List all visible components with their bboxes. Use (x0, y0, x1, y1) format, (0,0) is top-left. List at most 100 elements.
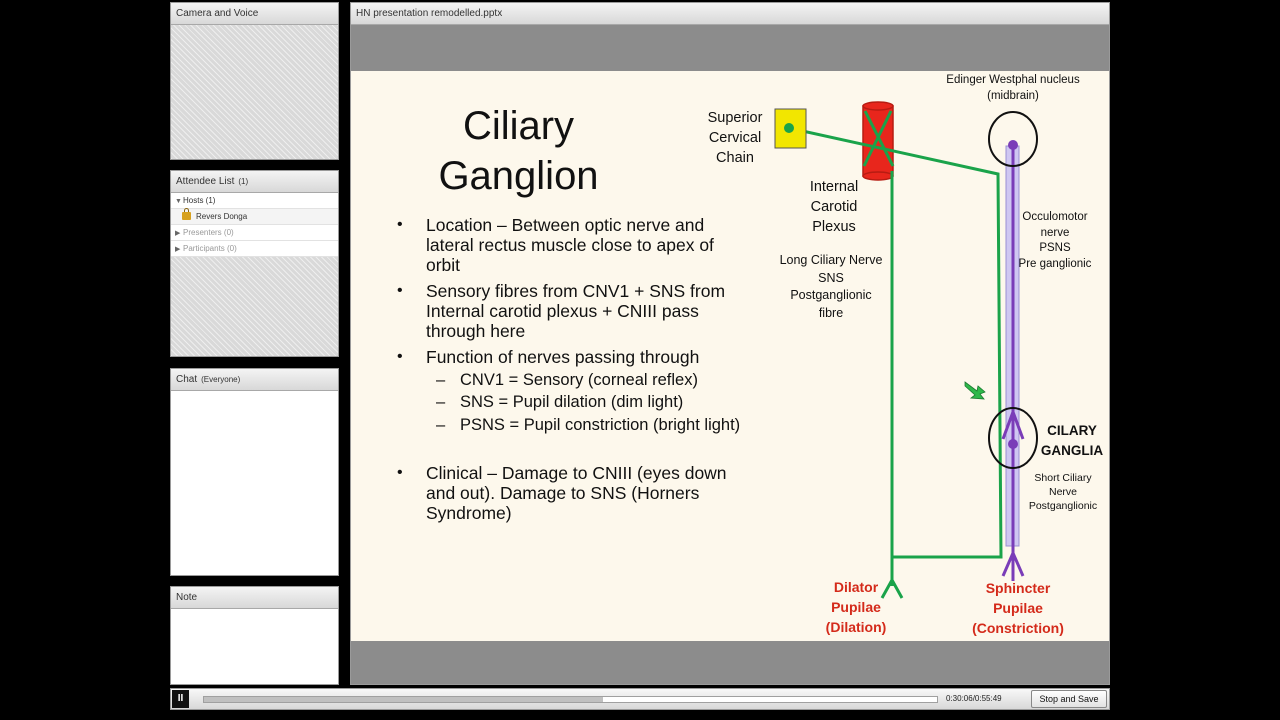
attendee-list-pod: Attendee List(1) ▼Hosts (1) Revers Donga… (170, 170, 339, 357)
attendee-host-row[interactable]: Revers Donga (171, 207, 338, 225)
label-line: Pupilae (831, 599, 881, 615)
label-line: Cervical (708, 130, 762, 146)
host-icon (182, 207, 191, 220)
note-pod: Note (170, 586, 339, 685)
label-line: SNS (818, 270, 844, 285)
label-line: (Dilation) (825, 619, 887, 635)
label-line: Long Ciliary Nerve (779, 253, 883, 267)
sub-bullet-text: PSNS = Pupil constriction (bright light) (460, 416, 741, 434)
label-line: PSNS (1039, 242, 1071, 254)
dilator-pupilae-label: Dilator Pupilae (Dilation) (816, 577, 896, 637)
bullet-line: Function of nerves passing through (426, 347, 700, 367)
sphincter-pupilae-label: Sphincter Pupilae (Constriction) (963, 578, 1073, 638)
camera-voice-title: Camera and Voice (171, 3, 338, 25)
bullet-line: Sensory fibres from CNV1 + SNS from (426, 281, 726, 301)
label-line: (midbrain) (987, 89, 1039, 102)
note-area[interactable] (171, 609, 338, 684)
playback-time: 0:30:06/0:55:49 (946, 694, 1002, 703)
label-line: (Constriction) (972, 620, 1064, 636)
edinger-westphal-nucleus-circle (988, 111, 1038, 167)
pause-icon: II (177, 693, 184, 704)
label-line: Pre ganglionic (1018, 257, 1092, 270)
label-line: Occulomotor (1022, 211, 1088, 223)
share-bottom-bar (351, 641, 1109, 684)
sub-bullet-text: SNS = Pupil dilation (dim light) (460, 393, 684, 411)
share-title: HN presentation remodelled.pptx (351, 3, 1109, 25)
slide-title: Ciliary Ganglion (411, 101, 626, 201)
playback-scrubber[interactable] (203, 696, 938, 703)
expand-right-icon: ▶ (175, 246, 181, 253)
presentation-slide: Ciliary Ganglion • Location – Between op… (351, 71, 1109, 641)
sub-bullet-dash: – (436, 393, 446, 411)
bullet-line: Clinical – Damage to CNIII (eyes down (426, 463, 727, 483)
camera-video-area (171, 25, 338, 159)
bullet-function: • Function of nerves passing through (397, 347, 761, 367)
superior-cervical-ganglion (774, 108, 807, 149)
chat-title: Chat (176, 374, 198, 385)
bullet-line: orbit (426, 255, 461, 275)
host-name: Revers Donga (196, 212, 248, 221)
presenters-label: Presenters (0) (183, 228, 234, 237)
playback-controls: II 0:30:06/0:55:49 Stop and Save (170, 688, 1110, 710)
bullet-location: • Location – Between optic nerve and lat… (397, 215, 761, 275)
expand-right-icon: ▶ (175, 230, 181, 237)
chat-scope: (Everyone) (201, 375, 241, 384)
label-line: Short Ciliary (1034, 472, 1092, 484)
chat-message-area[interactable] (171, 391, 338, 575)
edinger-westphal-label: Edinger Westphal nucleus (midbrain) (933, 73, 1093, 104)
sns-nerve-pathway (788, 110, 1003, 599)
short-ciliary-label: Short Ciliary Nerve Postganglionic (1023, 471, 1103, 513)
pointer-arrow-icon (964, 381, 986, 400)
chat-header: Chat(Everyone) (171, 369, 338, 391)
occulomotor-label: Occulomotor nerve PSNS Pre ganglionic (1015, 210, 1095, 272)
label-line: Postganglionic (790, 288, 872, 302)
slide-title-line: Ganglion (438, 154, 599, 198)
bullet-sensory: • Sensory fibres from CNV1 + SNS from In… (397, 281, 761, 341)
sub-bullet-text: CNV1 = Sensory (corneal reflex) (460, 371, 698, 389)
ciliary-ganglion-diagram (774, 101, 1038, 599)
label-line: Carotid (810, 199, 858, 215)
internal-carotid-label: Internal Carotid Plexus (796, 177, 872, 237)
bullet-dot: • (397, 216, 403, 233)
participants-label: Participants (0) (183, 244, 237, 253)
label-line: Nerve (1048, 486, 1077, 498)
label-line: Postganglionic (1028, 500, 1098, 512)
bullet-line: lateral rectus muscle close to apex of (426, 235, 714, 255)
attendee-group-presenters[interactable]: ▶Presenters (0) (171, 225, 338, 241)
occulomotor-pathway (1001, 140, 1025, 581)
expand-down-icon: ▼ (175, 198, 182, 205)
note-title: Note (171, 587, 338, 609)
label-line: Pupilae (993, 600, 1043, 616)
ciliary-ganglia-label: CILARY GANGLIA (1036, 421, 1108, 461)
stop-and-save-button[interactable]: Stop and Save (1031, 690, 1107, 708)
attendee-group-participants[interactable]: ▶Participants (0) (171, 241, 338, 257)
label-line: fibre (818, 305, 844, 320)
bullet-dot: • (397, 348, 403, 365)
playback-progress-fill (204, 697, 604, 702)
hosts-label: Hosts (1) (183, 196, 216, 205)
attendee-group-hosts[interactable]: ▼Hosts (1) (171, 193, 338, 209)
long-ciliary-label: Long Ciliary Nerve SNS Postganglionic fi… (771, 252, 891, 322)
sub-bullet: – PSNS = Pupil constriction (bright ligh… (436, 415, 740, 435)
sub-bullet-dash: – (436, 416, 446, 434)
label-line: Internal (809, 179, 859, 195)
attendee-list-title: Attendee List (176, 176, 235, 187)
bullet-clinical: • Clinical – Damage to CNIII (eyes down … (397, 463, 761, 523)
label-line: Sphincter (985, 580, 1051, 596)
label-line: Superior (707, 110, 763, 126)
label-line: Chain (716, 150, 754, 166)
slide-title-line: Ciliary (462, 104, 575, 148)
label-line: GANGLIA (1040, 443, 1104, 458)
sub-bullet: – SNS = Pupil dilation (dim light) (436, 392, 683, 412)
label-line: Dilator (833, 579, 879, 595)
chat-pod: Chat(Everyone) (170, 368, 339, 576)
label-line: nerve (1040, 226, 1070, 239)
label-line: Plexus (812, 219, 856, 235)
share-pod: HN presentation remodelled.pptx Ciliary … (350, 2, 1110, 685)
pause-button[interactable]: II (172, 690, 189, 708)
label-line: CILARY (1047, 423, 1097, 438)
attendee-empty-area (171, 257, 338, 356)
label-line: Edinger Westphal nucleus (946, 74, 1080, 86)
bullet-dot: • (397, 464, 403, 481)
sub-bullet: – CNV1 = Sensory (corneal reflex) (436, 370, 698, 390)
